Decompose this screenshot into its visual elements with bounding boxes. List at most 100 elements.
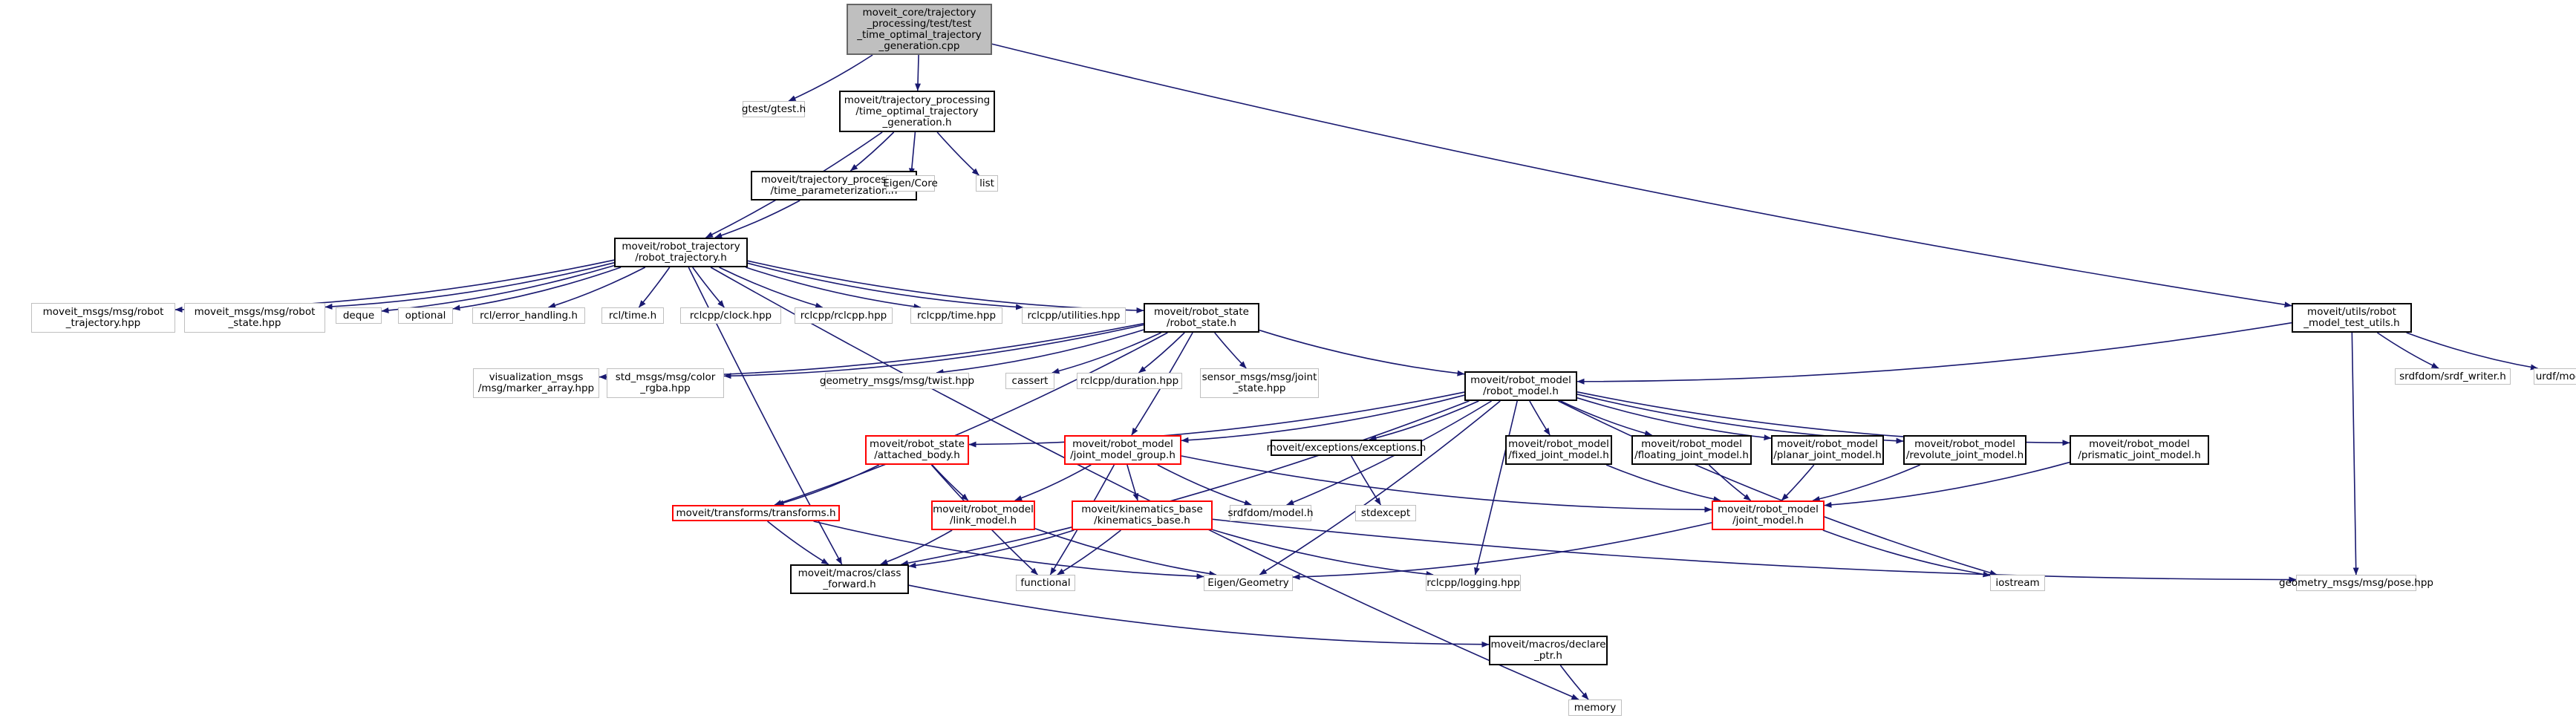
edge-n0-n1	[788, 54, 873, 102]
edge-n18-n26	[1214, 332, 1247, 369]
edge-n36-n44	[813, 521, 1204, 580]
edge-n27-n30	[1369, 400, 1479, 441]
edge-n40-n44	[1292, 522, 1712, 580]
edge-n3-n27	[1576, 322, 2292, 385]
edge-n18-n22	[723, 324, 1144, 379]
edge-n18-n25	[1138, 332, 1185, 374]
node-urdf-model-h: urdf/model.h	[2534, 368, 2576, 385]
edge-n27-n29	[1181, 394, 1465, 443]
edge-n18-n24	[1051, 332, 1161, 374]
node-gtest-h: gtest/gtest.h	[742, 101, 806, 117]
edge-n42-n48	[908, 584, 1490, 648]
edge-n32-n40	[1708, 464, 1752, 501]
node-joint-model-group-h[interactable]: moveit/robot_model /joint_model_group.h	[1064, 435, 1181, 465]
edge-n27-n44	[1259, 400, 1501, 575]
node-rcl-error-handling-h: rcl/error_handling.h	[472, 307, 585, 324]
edge-n0-n3	[991, 43, 2292, 308]
node-kinematics-base-h[interactable]: moveit/kinematics_base /kinematics_base.…	[1072, 500, 1213, 530]
edge-n18-n36	[774, 332, 1168, 506]
edge-n48-n49	[1559, 665, 1589, 700]
edge-n27-n42	[901, 400, 1470, 567]
node-test-time-optimal-trajectory-generation-cpp: moveit_core/trajectory _processing/test/…	[847, 4, 992, 55]
node-moveit-msgs-robot-state-hpp: moveit_msgs/msg/robot _state.hpp	[184, 303, 325, 333]
node-attached-body-h[interactable]: moveit/robot_state /attached_body.h	[865, 435, 969, 465]
edge-layer	[175, 43, 2538, 700]
node-list: list	[976, 175, 998, 192]
node-exceptions-h[interactable]: moveit/exceptions/exceptions.h	[1267, 440, 1426, 456]
node-robot-model-test-utils-h[interactable]: moveit/utils/robot _model_test_utils.h	[2292, 303, 2412, 333]
edge-n7-n11	[452, 267, 622, 311]
node-rclcpp-duration-hpp: rclcpp/duration.hpp	[1077, 373, 1182, 389]
node-srdfdom-model-h: srdfdom/model.h	[1227, 505, 1314, 521]
node-eigen-geometry: Eigen/Geometry	[1204, 575, 1293, 591]
node-iostream: iostream	[1990, 575, 2045, 591]
node-functional: functional	[1016, 575, 1075, 591]
node-fixed-joint-model-h[interactable]: moveit/robot_model /fixed_joint_model.h	[1505, 435, 1612, 465]
node-planar-joint-model-h[interactable]: moveit/robot_model /planar_joint_model.h	[1771, 435, 1884, 465]
node-robot-trajectory-h[interactable]: moveit/robot_trajectory /robot_trajector…	[614, 238, 748, 267]
node-rclcpp-rclcpp-hpp: rclcpp/rclcpp.hpp	[795, 307, 893, 324]
node-joint-model-h[interactable]: moveit/robot_model /joint_model.h	[1712, 500, 1825, 530]
node-time-parameterization-h[interactable]: moveit/trajectory_processing /time_param…	[751, 171, 917, 200]
edge-n37-n44	[1034, 528, 1217, 577]
edge-n38-n43	[1057, 529, 1121, 575]
edge-n27-n46	[1558, 400, 1998, 576]
node-robot-model-h[interactable]: moveit/robot_model /robot_model.h	[1464, 371, 1577, 401]
edge-n28-n37	[931, 464, 969, 501]
node-prismatic-joint-model-h[interactable]: moveit/robot_model /prismatic_joint_mode…	[2070, 435, 2209, 465]
edge-n40-n46	[1822, 529, 1991, 578]
edge-n33-n40	[1781, 464, 1815, 501]
node-transforms-h[interactable]: moveit/transforms/transforms.h	[672, 505, 840, 521]
edge-n27-n39	[1286, 400, 1492, 506]
edge-n38-n45	[1212, 529, 1434, 577]
edge-n28-n36	[776, 464, 880, 506]
edge-n7-n13	[638, 267, 671, 308]
edge-n7-n12	[548, 267, 646, 308]
edge-n3-n19	[2376, 332, 2439, 369]
node-joint-state-hpp: sensor_msgs/msg/joint _state.hpp	[1200, 368, 1319, 398]
node-rclcpp-utilities-hpp: rclcpp/utilities.hpp	[1022, 307, 1126, 324]
edge-n30-n41	[1350, 455, 1382, 506]
node-rcl-time-h: rcl/time.h	[601, 307, 664, 324]
edge-n35-n40	[1824, 461, 2070, 508]
node-robot-state-h[interactable]: moveit/robot_state /robot_state.h	[1144, 303, 1259, 333]
node-class-forward-h[interactable]: moveit/macros/class _forward.h	[790, 564, 909, 594]
node-srdf-writer-h: srdfdom/srdf_writer.h	[2395, 368, 2511, 385]
node-cassert: cassert	[1005, 373, 1054, 389]
node-rclcpp-logging-hpp: rclcpp/logging.hpp	[1426, 575, 1521, 591]
node-floating-joint-model-h[interactable]: moveit/robot_model /floating_joint_model…	[1631, 435, 1752, 465]
edge-n29-n40	[1181, 455, 1712, 513]
edge-n27-n32	[1560, 400, 1652, 437]
node-stdexcept: stdexcept	[1355, 505, 1416, 521]
node-link-model-h[interactable]: moveit/robot_model /link_model.h	[931, 500, 1035, 530]
node-deque: deque	[336, 307, 382, 324]
edge-n7-n14	[692, 267, 725, 308]
node-time-optimal-trajectory-generation-h[interactable]: moveit/trajectory_processing /time_optim…	[839, 91, 995, 132]
node-revolute-joint-model-h[interactable]: moveit/robot_model /revolute_joint_model…	[1903, 435, 2026, 465]
edge-n7-n49	[710, 267, 1579, 700]
edge-n27-n28	[968, 391, 1465, 448]
edge-n27-n31	[1529, 400, 1551, 436]
edge-n29-n37	[1014, 464, 1092, 501]
edge-n7-n16	[746, 267, 922, 310]
node-rclcpp-clock-hpp: rclcpp/clock.hpp	[680, 307, 781, 324]
node-memory: memory	[1568, 699, 1622, 716]
edge-n2-n4	[850, 131, 895, 172]
edge-n3-n47	[2351, 332, 2359, 575]
edge-n38-n42	[908, 529, 1075, 569]
edge-n2-n6	[936, 131, 979, 176]
edge-n29-n38	[1126, 464, 1139, 501]
node-declare-ptr-h[interactable]: moveit/macros/declare _ptr.h	[1489, 636, 1608, 665]
node-color-rgba-hpp: std_msgs/msg/color _rgba.hpp	[607, 368, 724, 398]
edge-n36-n42	[767, 521, 829, 565]
edge-n7-n15	[719, 267, 824, 309]
edge-n7-n17	[747, 262, 1024, 310]
edge-n18-n23	[936, 329, 1144, 375]
edge-n18-n27	[1259, 329, 1465, 376]
edge-n34-n40	[1812, 464, 1921, 502]
edge-n7-n9	[325, 262, 615, 310]
node-eigen-core: Eigen/Core	[883, 175, 938, 192]
node-geometry-msgs-pose-hpp: geometry_msgs/msg/pose.hpp	[2279, 575, 2433, 591]
edge-n38-n47	[1212, 518, 2297, 583]
